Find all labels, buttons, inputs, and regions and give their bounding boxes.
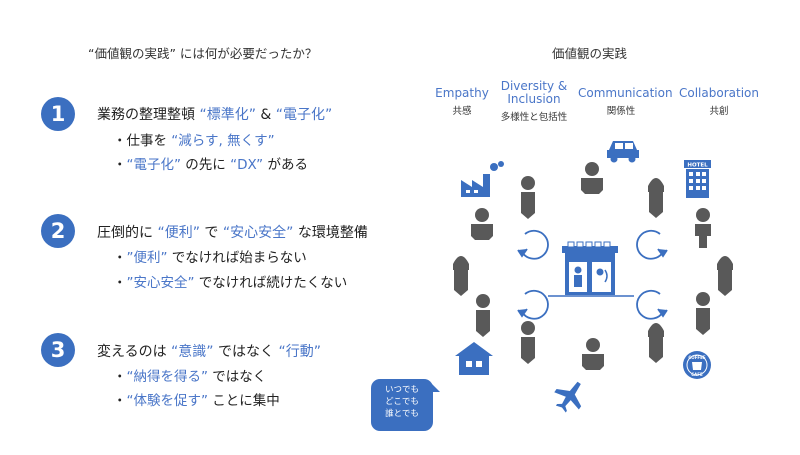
sub-text: の先に xyxy=(181,157,231,173)
office-icon xyxy=(548,241,634,297)
left-title: “価値観の実践” には何が必要だったか？ xyxy=(88,46,318,61)
category-name: Communication xyxy=(578,86,673,100)
sub-accent: ”便利” xyxy=(126,250,168,266)
sub-accent: “減らす, 無くす” xyxy=(171,133,275,149)
hotel-label: HOTEL xyxy=(687,163,708,169)
item-3-sub-1: ・“納得を得る” ではなく xyxy=(113,365,266,385)
person-icon xyxy=(581,162,603,194)
category-empathy-sub: 共感 xyxy=(452,106,472,117)
person-icon xyxy=(453,256,469,296)
hotel-icon: HOTEL xyxy=(684,160,711,198)
sub-accent: ”安心安全” xyxy=(126,275,195,291)
heading-accent: “便利” xyxy=(157,225,200,241)
bubble-line: いつでも xyxy=(384,385,419,395)
sub-text: がある xyxy=(263,157,308,173)
category-empathy: Empathy xyxy=(433,87,491,100)
person-icon xyxy=(521,321,535,364)
category-collaboration: Collaboration xyxy=(678,87,760,100)
heading-accent: “行動” xyxy=(278,344,321,360)
person-icon xyxy=(521,176,535,219)
item-2-sub-2: ・”安心安全” でなければ続けたくない xyxy=(113,271,347,291)
sub-accent: “納得を得る” xyxy=(126,369,209,385)
sub-accent: “電子化” xyxy=(126,157,182,173)
category-diversity-sub: 多様性と包括性 xyxy=(500,112,568,123)
coffee-label-bottom: CAFE xyxy=(691,372,703,377)
sub-text: ・ xyxy=(113,157,127,173)
heading-accent: “意識” xyxy=(171,344,214,360)
number-badge-2: 2 xyxy=(41,214,75,248)
person-icon xyxy=(695,208,711,248)
category-name-2: Inclusion xyxy=(507,92,561,106)
heading-text: な環境整備 xyxy=(293,225,368,241)
person-icon xyxy=(582,338,604,370)
sub-text: ・ xyxy=(113,369,127,385)
person-icon xyxy=(471,208,493,240)
coffee-icon: COFFEE CAFE xyxy=(683,351,711,379)
item-3-sub-2: ・“体験を促す” ことに集中 xyxy=(113,389,280,409)
category-communication: Communication xyxy=(578,86,673,100)
person-icon xyxy=(648,178,664,218)
heading-text: & xyxy=(255,107,276,123)
heading-text: 業務の整理整頓 xyxy=(97,107,200,123)
heading-accent: “安心安全” xyxy=(222,225,294,241)
category-name: Diversity & xyxy=(500,79,568,93)
bubble-line: どこでも xyxy=(385,397,419,407)
sub-text: でなければ続けたくない xyxy=(194,275,348,291)
sub-text: ・ xyxy=(113,393,127,409)
bubble-line: 誰とでも xyxy=(385,409,419,419)
sub-accent: “体験を促す” xyxy=(126,393,209,409)
item-1-sub-2: ・“電子化” の先に “DX” がある xyxy=(113,153,308,173)
right-title: 価値観の実践 xyxy=(552,46,628,61)
heading-text: 圧倒的に xyxy=(97,225,158,241)
airplane-icon xyxy=(554,381,582,413)
sub-text: ことに集中 xyxy=(208,393,280,409)
category-name: Collaboration xyxy=(679,86,759,100)
heading-accent: “標準化” xyxy=(199,107,256,123)
heading-text: で xyxy=(199,225,223,241)
person-icon xyxy=(648,323,664,363)
item-1-sub-1: ・仕事を “減らす, 無くす” xyxy=(113,129,275,149)
item-1-heading: 業務の整理整頓 “標準化” & “電子化” xyxy=(97,104,332,124)
car-icon xyxy=(607,141,639,163)
category-communication-sub: 関係性 xyxy=(606,106,636,117)
cycle-arrow-icon xyxy=(517,229,549,260)
sub-text: ・ xyxy=(113,275,127,291)
sub-text: ・ xyxy=(113,250,127,266)
sub-text: ・仕事を xyxy=(113,133,172,149)
person-icon xyxy=(696,292,710,335)
number-badge-1: 1 xyxy=(41,97,75,131)
heading-text: 変えるのは xyxy=(97,344,172,360)
item-2-sub-1: ・”便利” でなければ始まらない xyxy=(113,246,307,266)
heading-accent: “電子化” xyxy=(275,107,333,123)
sub-text: でなければ始まらない xyxy=(167,250,307,266)
category-name: Empathy xyxy=(435,86,489,100)
factory-icon xyxy=(461,161,504,197)
cycle-arrow-icon xyxy=(517,289,549,320)
speech-bubble: いつでも どこでも 誰とでも xyxy=(371,379,433,431)
category-diversity: Diversity & Inclusion xyxy=(496,80,572,106)
house-icon xyxy=(455,342,493,375)
coffee-label-top: COFFEE xyxy=(688,355,706,360)
heading-text: ではなく xyxy=(213,344,279,360)
category-collaboration-sub: 共創 xyxy=(709,106,729,117)
person-icon xyxy=(717,256,733,296)
sub-text: ではなく xyxy=(208,369,267,385)
sub-accent: “DX” xyxy=(230,157,264,173)
item-3-heading: 変えるのは “意識” ではなく “行動” xyxy=(97,341,321,361)
cycle-arrow-icon xyxy=(636,289,668,320)
number-badge-3: 3 xyxy=(41,333,75,367)
person-icon xyxy=(476,294,490,337)
cycle-arrow-icon xyxy=(636,229,668,260)
item-2-heading: 圧倒的に “便利” で “安心安全” な環境整備 xyxy=(97,222,368,242)
